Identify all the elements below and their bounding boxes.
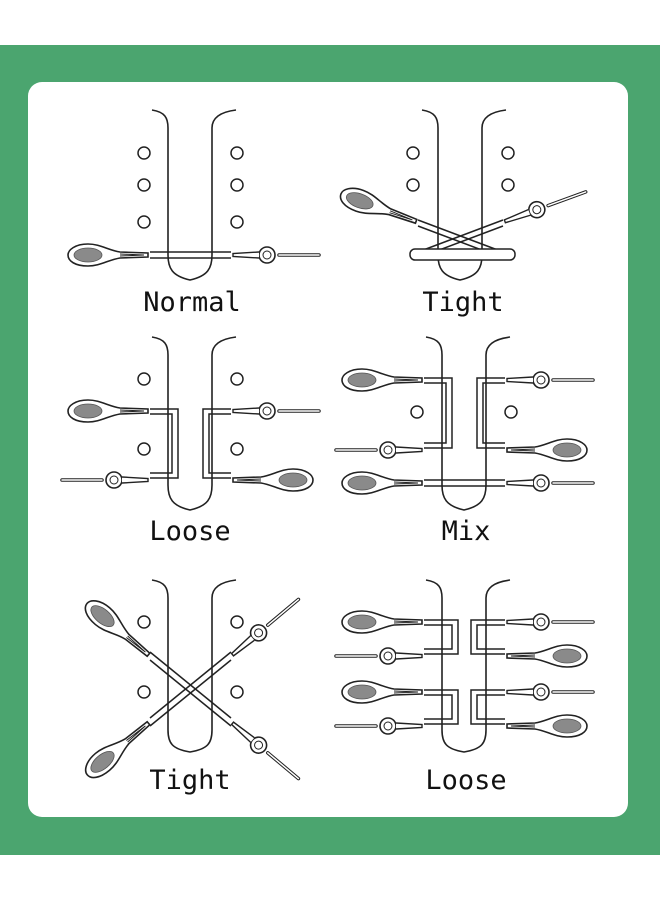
eyelet-icon [137,146,151,160]
lace-lock-icon [67,399,149,423]
lace-lock-icon [67,243,149,267]
eyelet-icon [501,146,515,160]
lace-lock-icon [79,714,157,784]
panel-loose-bottom: Loose [334,579,595,796]
panel-label-loose-2: Loose [425,765,506,796]
eyelet-icon [137,615,151,629]
panel-tight-bottom: Tight [79,579,306,796]
eyelet-icon [137,685,151,699]
eyelet-icon [230,215,244,229]
eyelet-icon [230,442,244,456]
lace-bead-icon [334,440,424,460]
eyelet-icon [410,405,424,419]
eyelet-icon [137,442,151,456]
eyelet-icon [230,685,244,699]
eyelet-icon [137,215,151,229]
lace-lock-icon [232,468,314,492]
lace-bead-icon [505,612,595,632]
lace-bead-icon [505,370,595,390]
eyelet-icon [137,178,151,192]
lace-lock-icon [341,368,423,392]
panel-label-loose: Loose [149,516,230,547]
panel-label-normal: Normal [143,287,241,318]
panel-normal: Normal [67,109,321,318]
lace-bead-icon [505,473,595,493]
lace-bead-icon [231,401,321,421]
lace-bead-icon [60,470,150,490]
panel-mix: Mix [334,336,595,547]
panel-loose-mid: Loose [60,336,321,547]
eyelet-icon [504,405,518,419]
lace-lock-icon [506,438,588,462]
eyelet-icon [230,178,244,192]
lace-bead-icon [334,716,424,736]
eyelet-icon [406,146,420,160]
eyelet-icon [501,178,515,192]
panel-label-tight-2: Tight [149,765,230,796]
lace-lock-icon [336,182,421,233]
lace-lock-icon [79,594,157,664]
lace-lock-icon [341,680,423,704]
lace-lock-icon [506,714,588,738]
panel-tight-top: Tight [336,109,591,318]
lace-bead-icon [500,182,591,231]
lace-bead-icon [334,646,424,666]
eyelet-icon [230,615,244,629]
lace-lock-icon [506,644,588,668]
lace-bead-icon [225,715,306,787]
lace-lock-icon [341,471,423,495]
lace-bead-icon [231,245,321,265]
eyelet-icon [230,146,244,160]
panel-label-tight: Tight [422,287,503,318]
lace-lock-icon [341,610,423,634]
eyelet-icon [137,372,151,386]
lace-bead-icon [505,682,595,702]
eyelet-icon [406,178,420,192]
panel-label-mix: Mix [442,516,491,547]
eyelet-icon [230,372,244,386]
